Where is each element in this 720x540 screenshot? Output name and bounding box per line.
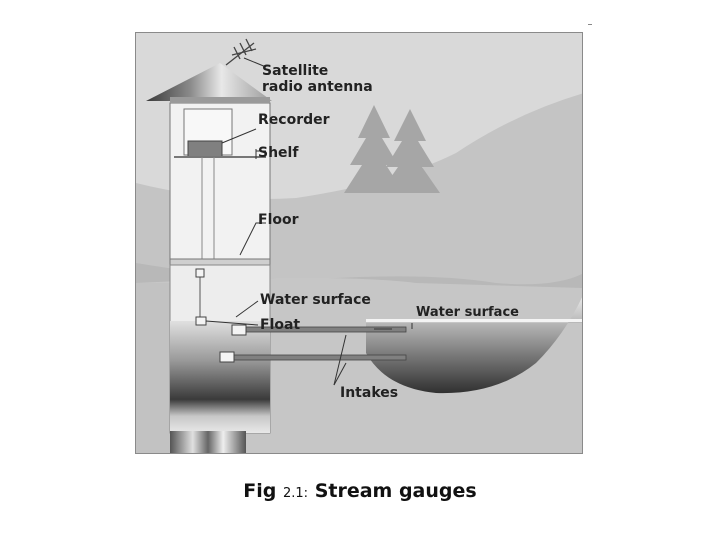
label-water-surface-well: Water surface [260, 292, 371, 308]
label-antenna-line2: radio antenna [262, 79, 373, 95]
label-recorder: Recorder [258, 112, 330, 128]
stream-gauge-diagram: Satellite radio antenna Recorder Shelf F… [135, 32, 583, 454]
figure-caption: Fig 2.1: Stream gauges [0, 480, 720, 502]
float-box [195, 316, 207, 326]
well-water [170, 321, 270, 433]
recorder-box [187, 140, 223, 158]
floor-slab [169, 258, 271, 266]
leader-lines [205, 57, 413, 386]
label-antenna-line1: Satellite [262, 63, 329, 79]
label-intakes: Intakes [340, 385, 399, 401]
upper-intake-head [231, 324, 247, 336]
label-float: Float [260, 317, 301, 333]
stray-mark [588, 24, 592, 25]
antenna-icon [225, 38, 257, 66]
caption-number: 2.1: [283, 486, 309, 501]
stream-water [366, 297, 582, 394]
lower-intake-head [219, 351, 235, 363]
caption-title: Stream gauges [314, 480, 477, 502]
label-shelf: Shelf [258, 145, 299, 161]
caption-prefix: Fig [243, 480, 277, 502]
left-ground [136, 283, 170, 453]
well-base [170, 431, 246, 453]
label-water-surface-stream: Water surface [416, 305, 519, 320]
shelter-roof [146, 63, 272, 101]
tree-icon [344, 105, 440, 193]
diagram-artwork [136, 38, 582, 453]
lower-intake-pipe [223, 354, 407, 361]
label-floor: Floor [258, 212, 299, 228]
